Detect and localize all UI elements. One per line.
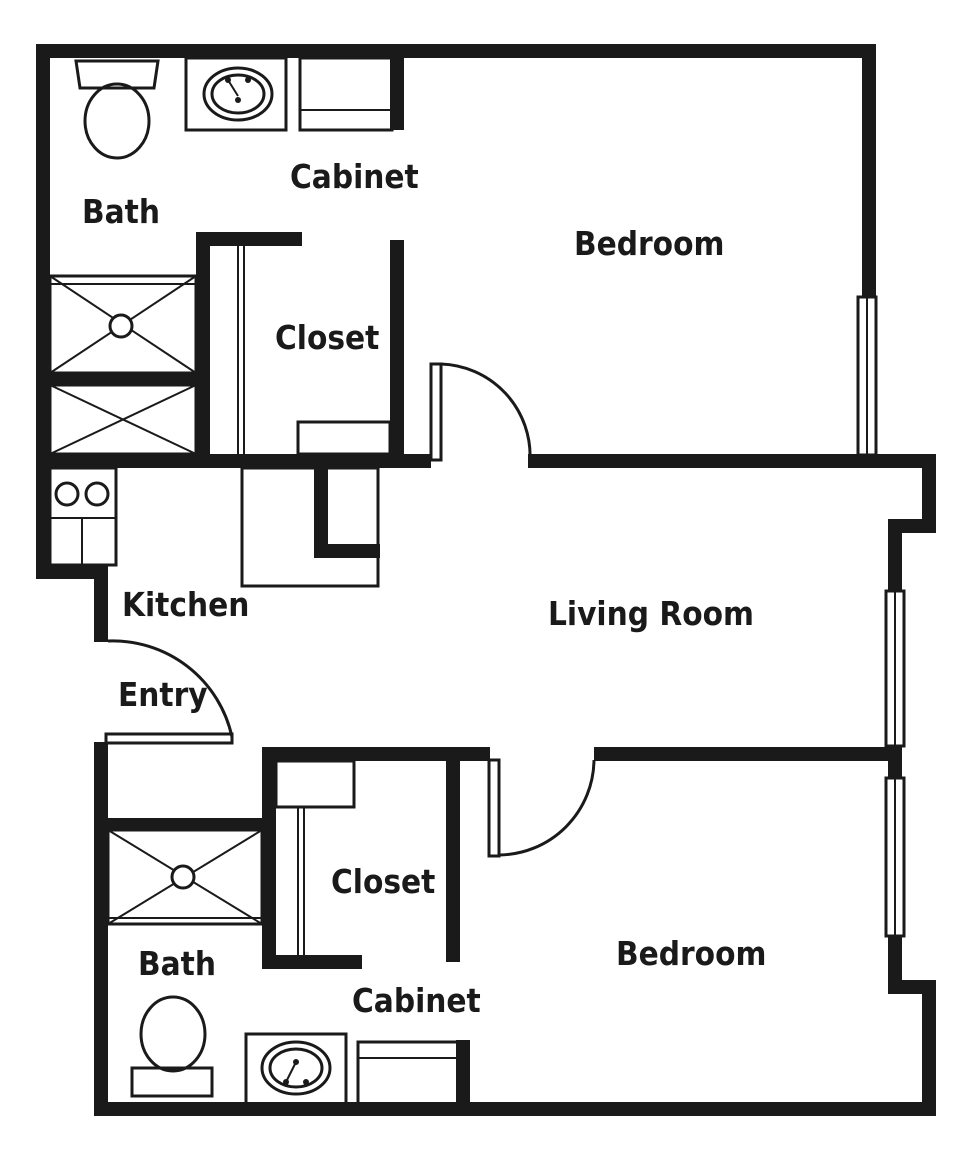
fixtures: [48, 56, 460, 1106]
shower-icon: [106, 828, 264, 926]
entry-label: Entry: [118, 675, 208, 714]
lower-bedroom-label: Bedroom: [616, 934, 766, 973]
stove-icon: [48, 466, 118, 567]
bedroom-upper-window: [856, 295, 878, 457]
closet-rod-upper: [237, 246, 392, 456]
doors: [104, 362, 596, 858]
sink-icon: [244, 1032, 348, 1106]
upper-closet-label: Closet: [275, 318, 379, 357]
lower-bath-label: Bath: [138, 944, 216, 983]
lower-closet-label: Closet: [331, 862, 435, 901]
toilet-icon: [130, 995, 214, 1098]
upper-cabinet-label: Cabinet: [290, 157, 419, 196]
living-room-label: Living Room: [548, 594, 754, 633]
shower-icon: [48, 274, 198, 375]
kitchen-label: Kitchen: [122, 585, 249, 624]
bedroom-lower-door: [487, 758, 596, 858]
living-room-window: [884, 589, 906, 748]
room-labels: Bath Cabinet Bedroom Closet Kitchen Livi…: [82, 157, 766, 1020]
kitchen-counter: [240, 466, 380, 588]
entry-door: [104, 639, 234, 745]
sink-icon: [184, 56, 288, 132]
linen-closet-upper: [48, 383, 198, 456]
closet-rod-lower: [274, 759, 356, 955]
lower-cabinet-label: Cabinet: [352, 981, 481, 1020]
windows: [856, 295, 906, 938]
upper-bedroom-label: Bedroom: [574, 224, 724, 263]
bedroom-upper-door: [429, 362, 532, 462]
toilet-icon: [74, 59, 160, 160]
cabinet-shelf-upper: [298, 56, 394, 132]
interior-walls: [36, 44, 936, 1116]
exterior-walls: [36, 44, 936, 1116]
upper-bath-label: Bath: [82, 192, 160, 231]
bedroom-lower-window: [884, 776, 906, 938]
cabinet-shelf-lower: [356, 1040, 460, 1106]
